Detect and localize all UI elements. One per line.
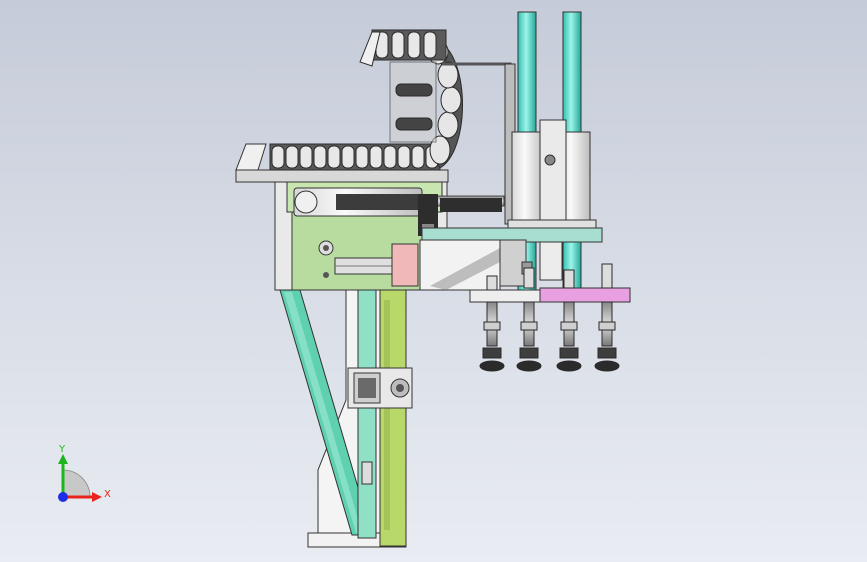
linear-guide <box>334 243 419 287</box>
x-axis-label: X <box>104 489 111 500</box>
y-axis-arrowhead <box>58 454 68 464</box>
lime-post <box>379 287 407 547</box>
suction-cup-1 <box>479 301 505 372</box>
suction-cups <box>479 263 620 372</box>
triad-arc <box>62 469 91 498</box>
chain-bracket <box>440 62 516 226</box>
suction-cup-3 <box>556 301 582 372</box>
cable-chain-lower <box>269 143 441 171</box>
gripper-bar <box>469 287 631 303</box>
z-axis-dot <box>58 492 68 502</box>
suction-cup-2 <box>516 301 542 372</box>
chain-mount-bar <box>235 143 449 183</box>
head-carrier <box>419 227 603 291</box>
axis-triad[interactable]: Y X <box>58 444 111 502</box>
x-axis-arrowhead <box>92 492 102 502</box>
y-axis-label: Y <box>58 444 66 455</box>
sensor-box <box>347 367 413 485</box>
cable-chain-upper <box>359 29 463 169</box>
slide-carriages <box>507 119 597 233</box>
suction-cup-4 <box>594 301 620 372</box>
